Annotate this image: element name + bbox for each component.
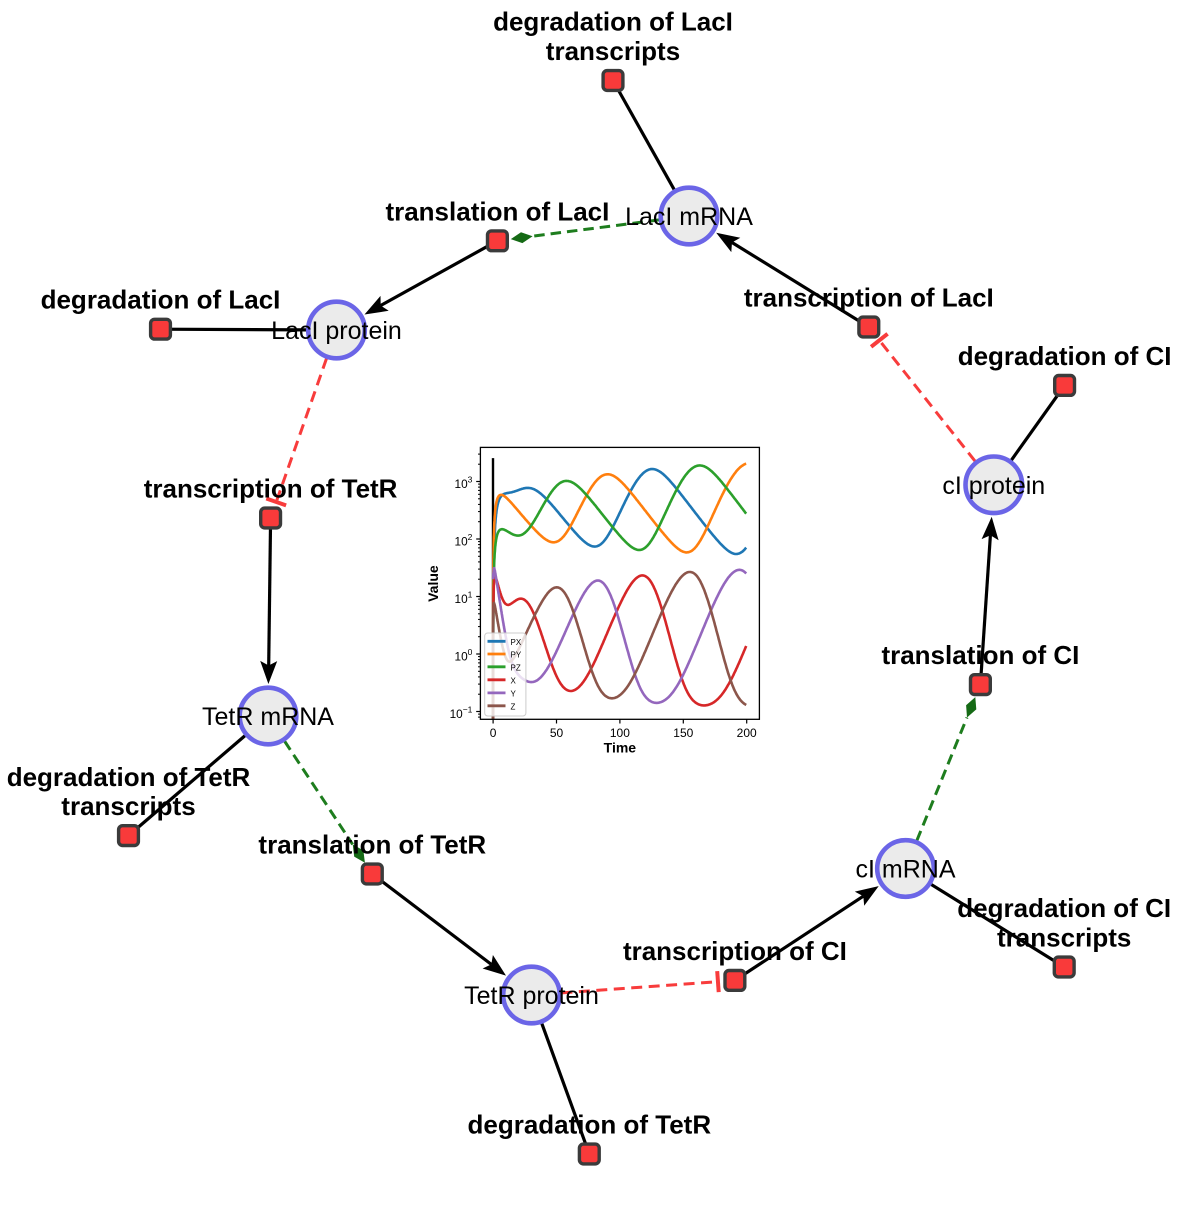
svg-text:TetR protein: TetR protein — [464, 982, 599, 1010]
svg-text:degradation of CI: degradation of CI — [958, 341, 1172, 371]
svg-text:100: 100 — [610, 726, 630, 740]
svg-text:degradation of TetR: degradation of TetR — [467, 1110, 711, 1140]
svg-text:0: 0 — [490, 726, 497, 740]
svg-text:Value: Value — [425, 565, 441, 602]
svg-text:PX: PX — [511, 638, 522, 647]
svg-text:degradation of TetR: degradation of TetR — [7, 762, 251, 792]
svg-text:cI protein: cI protein — [942, 472, 1045, 500]
svg-text:transcription of LacI: transcription of LacI — [744, 283, 994, 313]
svg-text:LacI mRNA: LacI mRNA — [625, 203, 753, 231]
svg-text:degradation of LacI: degradation of LacI — [41, 285, 281, 315]
svg-text:50: 50 — [550, 726, 564, 740]
svg-text:transcripts: transcripts — [61, 791, 195, 821]
svg-text:transcripts: transcripts — [997, 923, 1131, 953]
svg-text:Z: Z — [511, 702, 516, 711]
svg-text:X: X — [511, 676, 517, 685]
svg-text:Time: Time — [604, 739, 637, 755]
svg-text:cI mRNA: cI mRNA — [856, 856, 956, 884]
svg-text:degradation of CI: degradation of CI — [957, 893, 1171, 923]
svg-text:PY: PY — [511, 651, 522, 660]
svg-text:Y: Y — [511, 689, 517, 698]
svg-text:degradation of LacI: degradation of LacI — [493, 7, 733, 37]
svg-text:transcription of CI: transcription of CI — [623, 936, 847, 966]
svg-text:transcription of TetR: transcription of TetR — [144, 474, 398, 504]
svg-text:LacI protein: LacI protein — [271, 317, 402, 345]
svg-text:transcripts: transcripts — [546, 36, 680, 66]
svg-text:translation of CI: translation of CI — [881, 640, 1079, 670]
svg-text:TetR mRNA: TetR mRNA — [202, 703, 334, 731]
svg-text:PZ: PZ — [511, 663, 521, 672]
svg-text:translation of LacI: translation of LacI — [385, 196, 609, 226]
svg-text:150: 150 — [673, 726, 693, 740]
svg-text:200: 200 — [737, 726, 757, 740]
svg-text:translation of TetR: translation of TetR — [258, 830, 486, 860]
